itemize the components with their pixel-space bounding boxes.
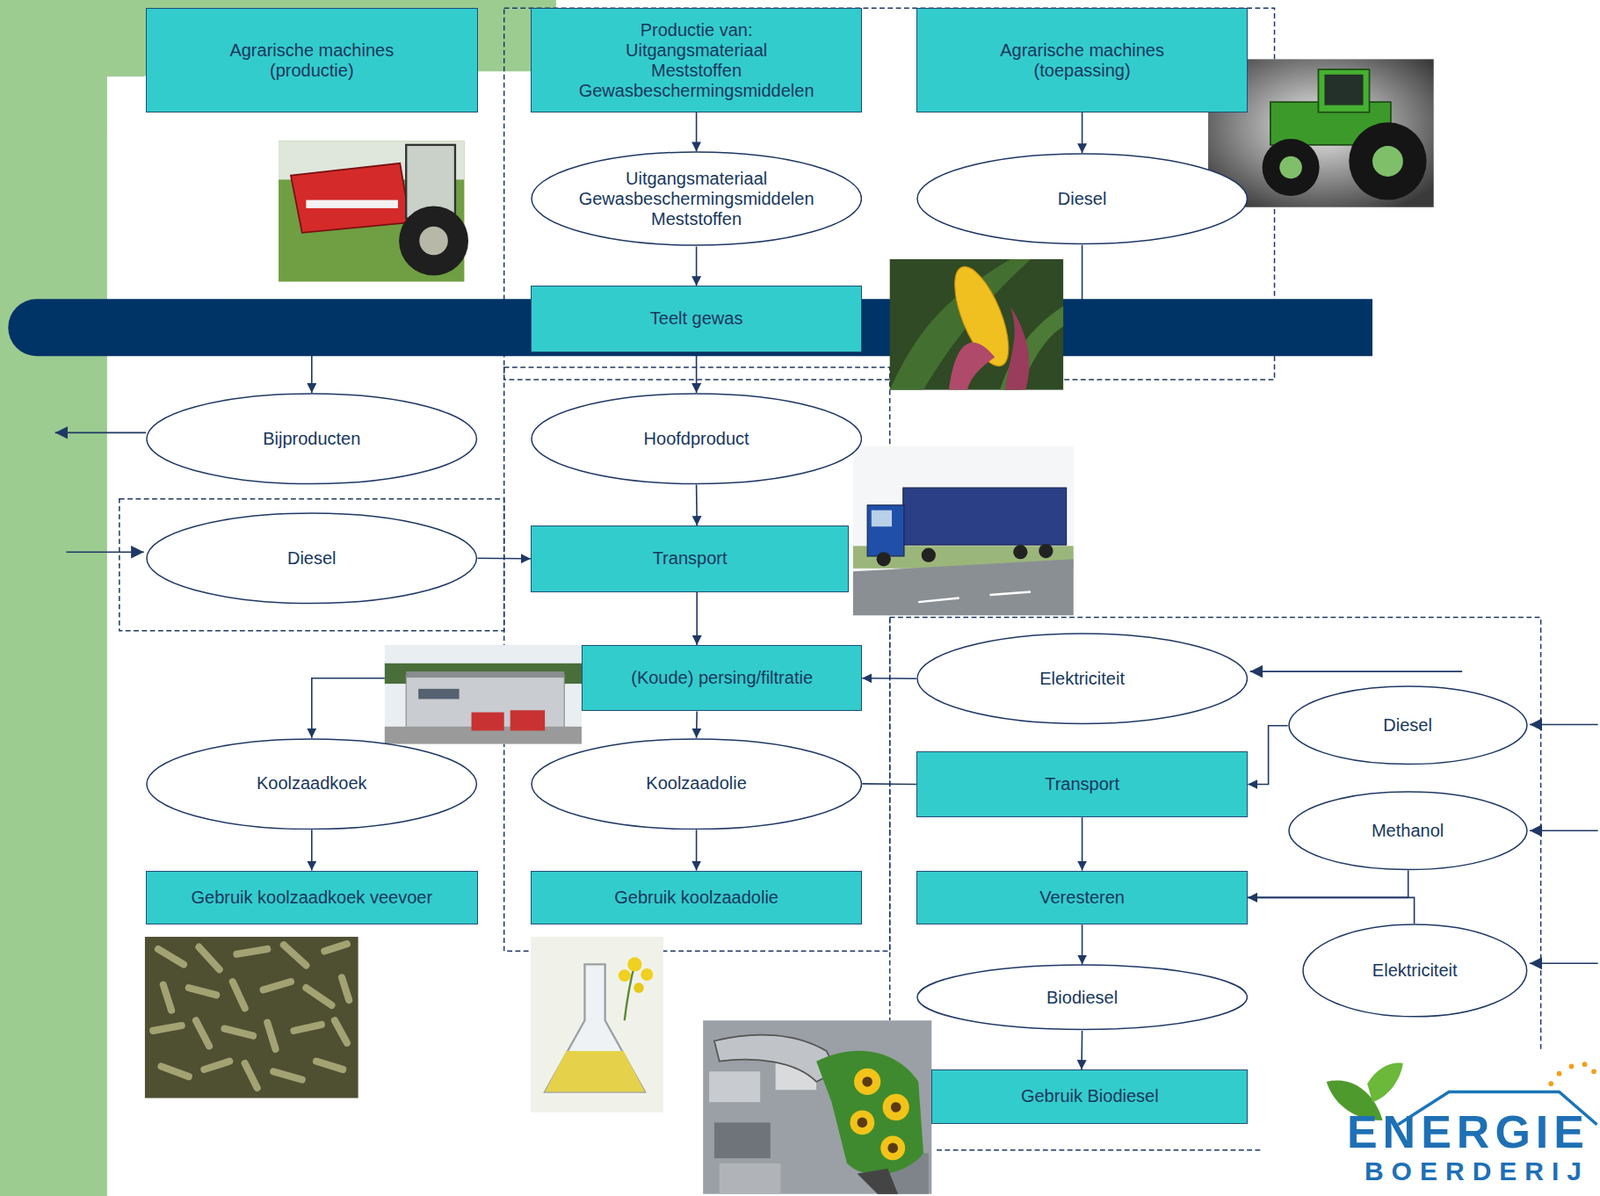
- node-label: Methanol: [1371, 820, 1444, 841]
- process-box: Transport: [916, 751, 1248, 818]
- node-label: Gebruik koolzaadolie: [614, 887, 779, 908]
- process-box: (Koude) persing/filtratie: [581, 644, 862, 711]
- flow-connector: [1247, 725, 1288, 785]
- process-box: Gebruik koolzaadkoek veevoer: [145, 870, 478, 926]
- process-box: Transport: [530, 525, 849, 592]
- node-label: Bijproducten: [262, 428, 361, 449]
- flow-connector: [1080, 1030, 1083, 1070]
- ellipse-node: Hoofdproduct: [530, 392, 862, 486]
- ellipse-node: Elektriciteit: [916, 632, 1248, 725]
- ellipse-node: Koolzaadkoek: [145, 738, 478, 831]
- spreader-photo: [278, 140, 469, 282]
- ellipse-shape: [531, 738, 862, 830]
- flow-connector: [1247, 870, 1408, 898]
- node-label: Koolzaadkoek: [256, 773, 368, 794]
- flow-connector: [861, 677, 917, 680]
- input-arrow: [55, 432, 1599, 963]
- node-label: Diesel: [1382, 715, 1433, 736]
- ellipse-shape: [146, 393, 477, 485]
- node-label: Productie van: Uitgangsmateriaal Meststo…: [578, 20, 815, 102]
- node-label: Transport: [1044, 774, 1120, 795]
- flow-connector: [1081, 817, 1084, 870]
- node-label: Elektriciteit: [1039, 668, 1125, 689]
- node-label: Diesel: [287, 548, 337, 569]
- ellipse-node: Diesel: [1288, 685, 1528, 766]
- node-label: Agrarische machines (productie): [215, 40, 409, 81]
- flow-connector: [695, 829, 698, 870]
- ellipse-shape: [1288, 791, 1528, 870]
- oil-photo: [530, 936, 664, 1113]
- ellipse-node: Methanol: [1288, 790, 1528, 871]
- flow-connector: [695, 112, 698, 153]
- fuel-pump-photo: [702, 1020, 932, 1194]
- flow-connector: [695, 246, 698, 287]
- ellipse-shape: [146, 738, 477, 830]
- node-label: Uitgangsmateriaal Gewasbeschermingsmidde…: [578, 168, 815, 230]
- node-label: (Koude) persing/filtratie: [630, 667, 813, 688]
- node-label: Teelt gewas: [650, 308, 744, 329]
- flow-connector: [695, 711, 698, 739]
- flow-connector: [1081, 924, 1084, 964]
- flow-connector: [477, 557, 531, 559]
- logo-text: BOERDERIJ: [1364, 1158, 1590, 1185]
- node-label: Gebruik Biodiesel: [1020, 1085, 1159, 1107]
- factory-photo: [384, 644, 582, 745]
- node-label: Veresteren: [1039, 887, 1125, 908]
- flow-connector: [1081, 112, 1084, 154]
- process-box: Agrarische machines (toepassing): [916, 7, 1248, 112]
- logo-text: ENERGIE: [1346, 1108, 1590, 1155]
- ellipse-shape: [917, 633, 1247, 724]
- ellipse-shape: [917, 153, 1247, 245]
- process-box: Agrarische machines (productie): [145, 7, 478, 112]
- node-label: Hoofdproduct: [644, 428, 750, 449]
- flow-connector: [311, 829, 313, 870]
- ellipse-shape: [1303, 924, 1528, 1017]
- flow-connector: [695, 592, 698, 645]
- ellipse-shape: [531, 393, 862, 485]
- ellipse-node: Bijproducten: [145, 392, 478, 486]
- node-label: Biodiesel: [1046, 987, 1118, 1008]
- ellipse-node: Koolzaadolie: [530, 738, 862, 831]
- ellipse-node: Diesel: [145, 512, 478, 605]
- process-box: Gebruik koolzaadolie: [530, 870, 862, 926]
- ellipse-node: Uitgangsmateriaal Gewasbeschermingsmidde…: [530, 151, 862, 247]
- flow-connector: [695, 352, 698, 393]
- ellipse-shape: [917, 964, 1247, 1029]
- process-box: Teelt gewas: [530, 285, 862, 352]
- node-label: Koolzaadolie: [645, 773, 747, 794]
- process-box: Productie van: Uitgangsmateriaal Meststo…: [530, 7, 862, 112]
- ellipse-shape: [531, 152, 862, 246]
- ellipse-node: Biodiesel: [916, 963, 1248, 1030]
- ellipse-node: Diesel: [916, 152, 1248, 246]
- ellipse-node: Elektriciteit: [1302, 923, 1528, 1018]
- dashed-region: [119, 7, 1542, 1150]
- flow-connector: [695, 485, 698, 527]
- process-box: Veresteren: [916, 870, 1248, 926]
- truck-photo: [853, 445, 1074, 616]
- ellipse-shape: [1288, 686, 1528, 765]
- flow-connector: [861, 782, 917, 785]
- node-label: Transport: [652, 548, 728, 569]
- node-label: Gebruik koolzaadkoek veevoer: [190, 887, 433, 908]
- process-box: Gebruik Biodiesel: [931, 1069, 1248, 1124]
- node-label: Elektriciteit: [1372, 960, 1458, 981]
- node-label: Agrarische machines (toepassing): [985, 40, 1180, 81]
- pellets-photo: [144, 936, 359, 1098]
- corn-photo: [890, 259, 1064, 391]
- flow-connector: [1247, 897, 1414, 924]
- ellipse-shape: [146, 513, 477, 604]
- node-label: Diesel: [1057, 188, 1108, 210]
